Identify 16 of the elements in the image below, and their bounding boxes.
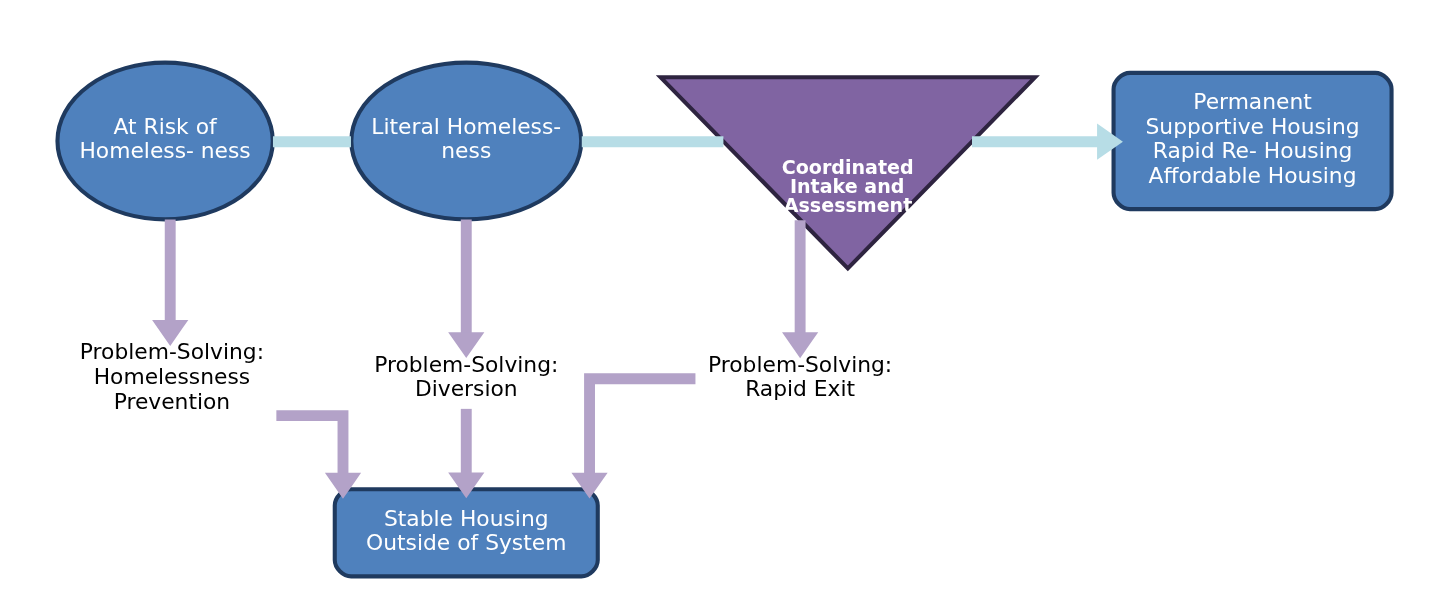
connector	[272, 136, 351, 148]
node-ellipse: At Risk of Homeless- ness	[54, 60, 275, 222]
node-text: Problem-Solving: Rapid Exit	[707, 351, 892, 402]
connector	[581, 136, 723, 148]
node-box: Stable Housing Outside of System	[332, 487, 600, 579]
arrow	[570, 373, 695, 499]
arrow	[971, 123, 1123, 160]
arrow	[781, 220, 818, 359]
node-ellipse: Literal Homeless- ness	[348, 60, 583, 222]
arrow	[151, 219, 188, 346]
node-text: Problem-Solving: Diversion	[373, 351, 558, 402]
node-box: Permanent Supportive Housing Rapid Re- Housing Affordable Housing	[1111, 70, 1394, 212]
arrow	[447, 219, 484, 358]
node-text: Problem-Solving: Homelessness Prevention	[79, 339, 264, 414]
arrow	[447, 408, 484, 499]
arrow	[275, 410, 361, 499]
